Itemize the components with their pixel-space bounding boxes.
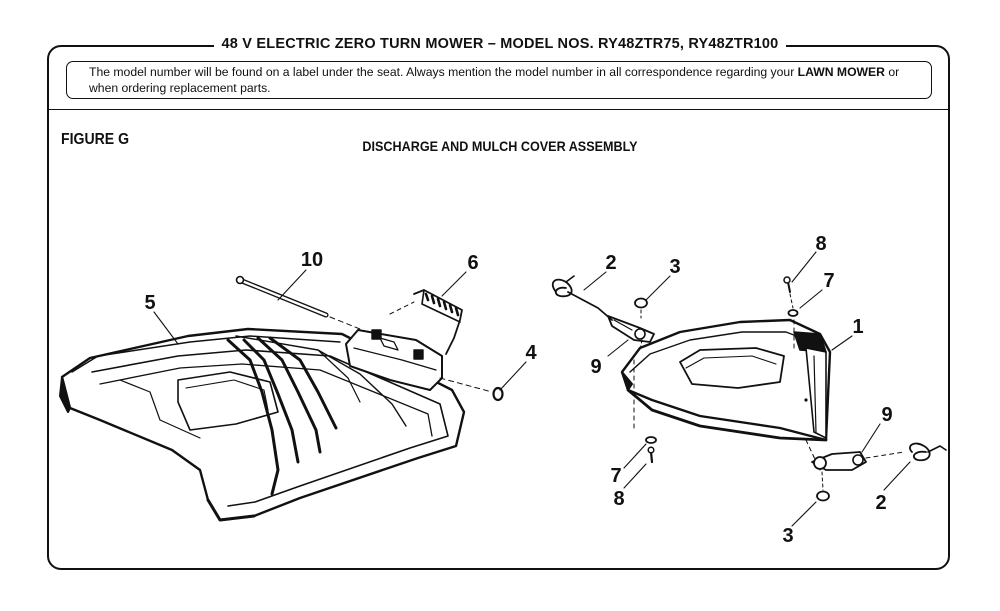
callout-6: 6 [467, 252, 478, 274]
callout-7-top: 7 [823, 270, 834, 292]
spring-clip-part-top [551, 275, 613, 321]
screw-part-top [783, 276, 799, 317]
latch-part-top [607, 315, 655, 351]
page-title-text: 48 V ELECTRIC ZERO TURN MOWER – MODEL NO… [213, 36, 787, 52]
spring-clip-part-bottom [909, 442, 947, 462]
notice-emphasis: LAWN MOWER [797, 65, 885, 79]
spring-part [389, 289, 463, 355]
callout-9-left: 9 [590, 356, 601, 378]
callout-8-top: 8 [815, 233, 826, 255]
callout-2-right: 2 [875, 492, 886, 514]
callout-8-bottom: 8 [613, 488, 624, 510]
knob-part-top [634, 297, 648, 319]
callout-2-left: 2 [605, 252, 616, 274]
page-title: 48 V ELECTRIC ZERO TURN MOWER – MODEL NO… [0, 36, 1000, 52]
callout-5: 5 [144, 292, 155, 314]
leader-lines [153, 251, 911, 527]
figure-label: FIGURE G [61, 131, 130, 148]
latch-part-bottom [811, 451, 905, 471]
mulch-cover-part [59, 327, 466, 522]
callout-7-bottom: 7 [610, 465, 621, 487]
washer-part [439, 377, 504, 402]
callout-3-bottom: 3 [782, 525, 793, 547]
knob-part-bottom [816, 471, 830, 502]
callout-1: 1 [852, 316, 863, 338]
discharge-cover-part [620, 318, 832, 471]
notice-text-end: or when ordering replacement parts. [89, 65, 900, 95]
callout-10: 10 [301, 249, 323, 271]
callout-9-right: 9 [881, 404, 892, 426]
notice-text: The model number will be found on a labe… [89, 65, 798, 79]
screw-part-bottom [645, 436, 657, 464]
callout-4: 4 [525, 342, 537, 364]
assembly-title: DISCHARGE AND MULCH COVER ASSEMBLY [362, 138, 638, 154]
model-number-notice: The model number will be found on a labe… [66, 61, 932, 99]
hinge-rod-part [235, 275, 371, 334]
callout-3-top: 3 [669, 256, 680, 278]
header-divider [47, 109, 950, 110]
